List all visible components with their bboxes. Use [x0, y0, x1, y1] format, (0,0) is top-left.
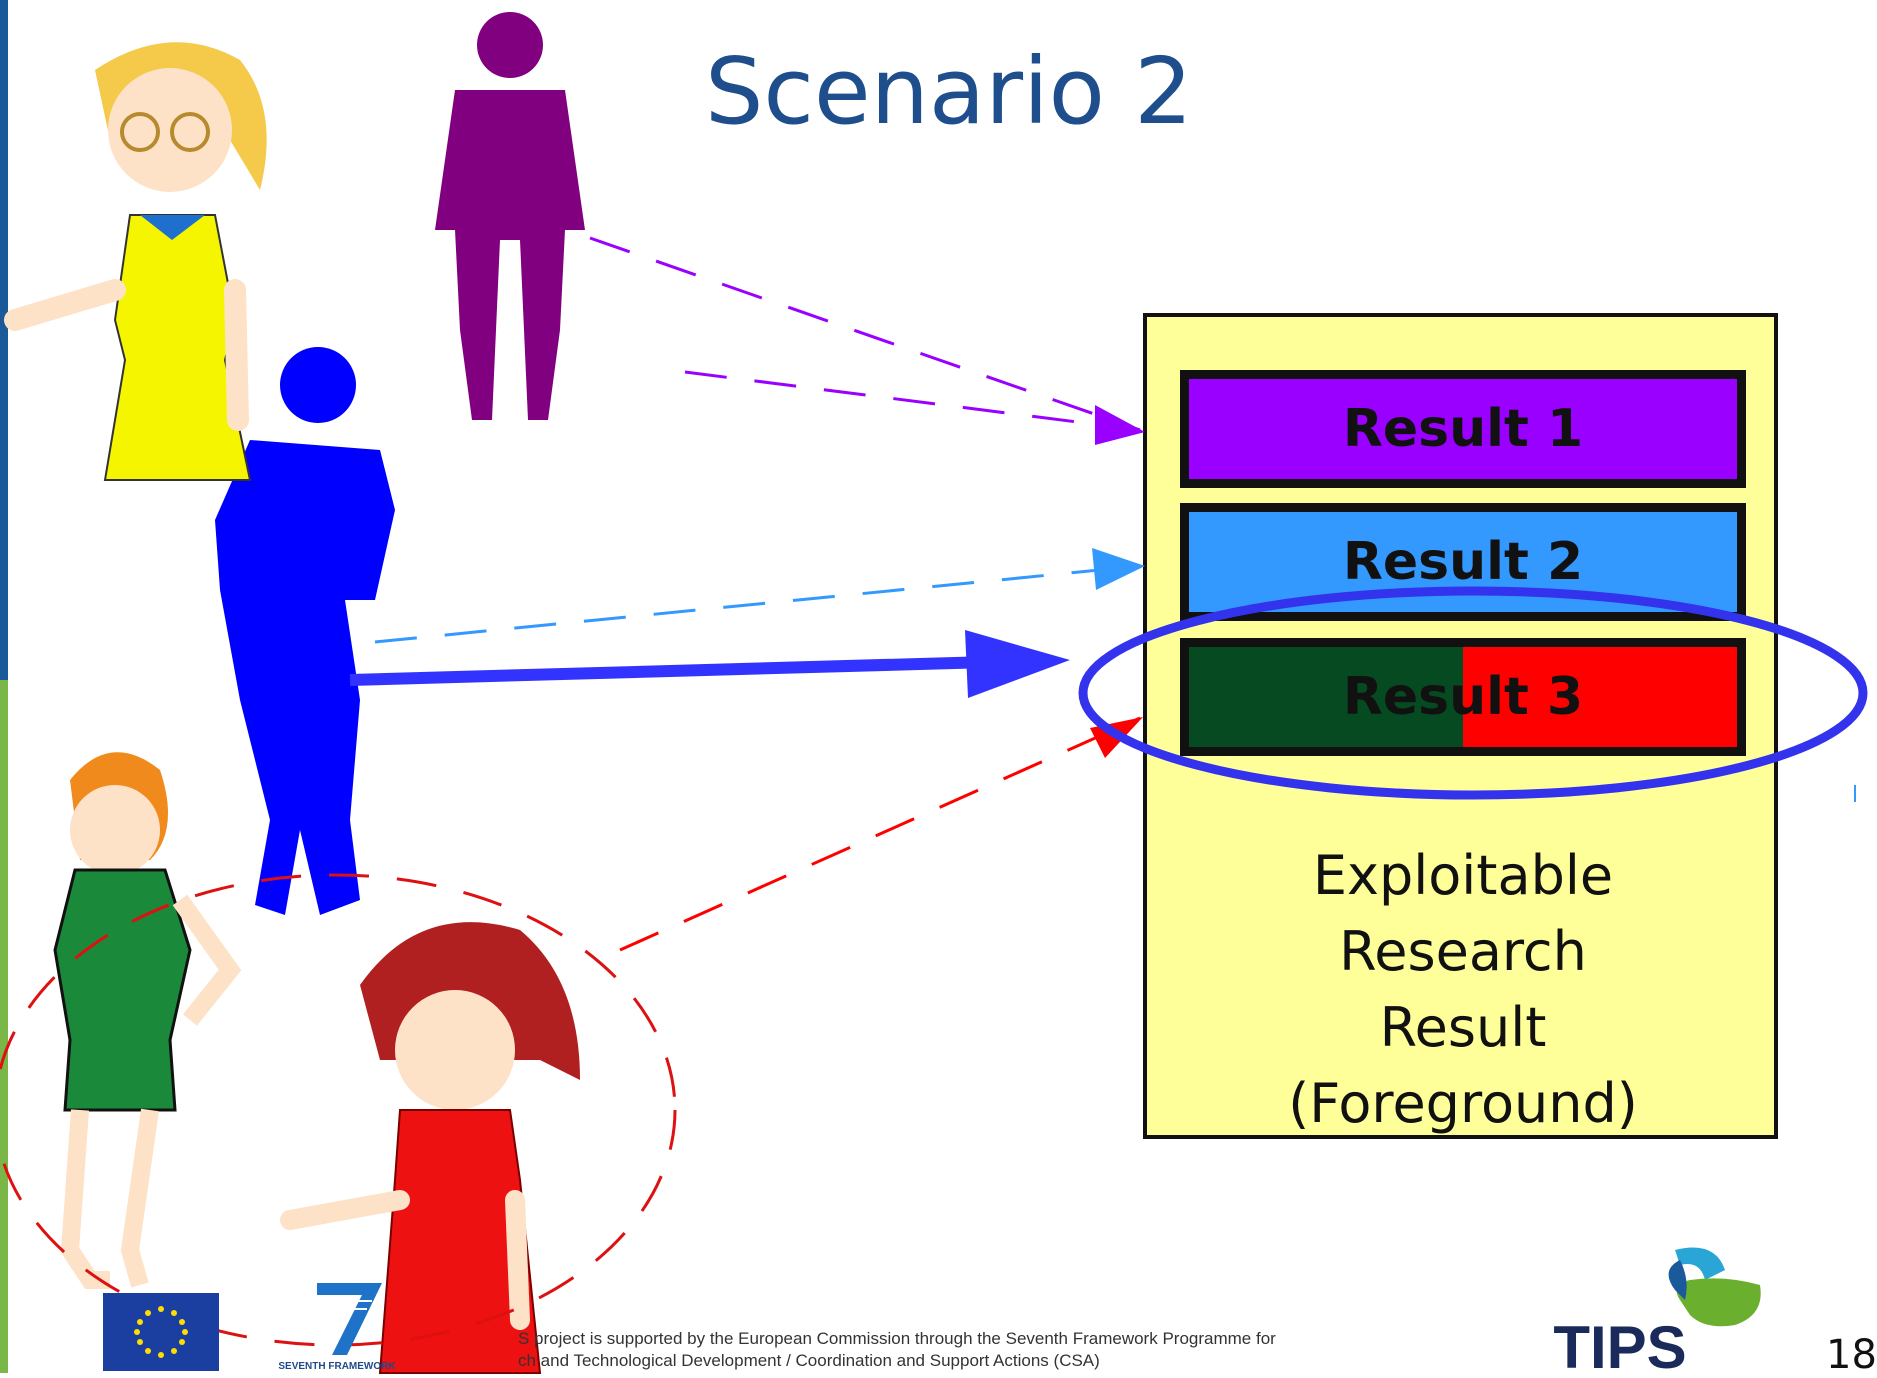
footer-funding-note: S project is supported by the European C…	[518, 1328, 1276, 1372]
tips-logo-text: TIPS	[1553, 1314, 1686, 1378]
result-3-highlight-ellipse	[1078, 586, 1868, 800]
fp7-logo-text: SEVENTH FRAMEWORK	[278, 1361, 396, 1372]
left-accent-bar-top	[0, 0, 8, 680]
slide-title: Scenario 2	[705, 38, 1193, 145]
green-dress-woman-figure	[53, 752, 242, 1289]
eu-stars-icon	[134, 1306, 188, 1358]
purple-arrow-lower	[684, 370, 1141, 432]
eu-flag-logo	[103, 1293, 219, 1371]
result-3-bar: Result 3	[1180, 638, 1746, 756]
purple-person-figure	[435, 12, 585, 420]
yellow-dress-woman-figure	[4, 42, 267, 481]
erp-label-line-1: Exploitable	[1312, 844, 1614, 907]
solid-blue-arrow	[349, 656, 991, 686]
purple-arrow-upper	[589, 236, 1141, 432]
erp-box-label: Exploitable Research Result (Foreground)	[1180, 838, 1746, 1142]
fp7-logo: SEVENTH FRAMEWORK	[277, 1275, 397, 1373]
erp-label-line-2: Research	[1339, 920, 1587, 983]
blue-person-figure	[215, 347, 395, 915]
light-blue-arrowhead	[1092, 548, 1145, 590]
light-blue-arrow	[374, 564, 1141, 644]
red-dress-woman-figure	[280, 922, 580, 1374]
result-1-label: Result 1	[1342, 399, 1584, 459]
solid-blue-arrowhead	[965, 630, 1070, 698]
footer-line-1: S project is supported by the European C…	[518, 1329, 1276, 1348]
footer-line-2: ch and Technological Development / Coord…	[518, 1351, 1100, 1370]
result-2-label: Result 2	[1342, 532, 1584, 592]
group-dashed-ellipse	[0, 873, 677, 1347]
result-1-bar: Result 1	[1180, 370, 1746, 488]
tips-logo-graphic: TIPS	[1553, 1247, 1761, 1378]
result-3-label: Result 3	[1342, 667, 1584, 727]
erp-label-line-4: (Foreground)	[1288, 1072, 1638, 1135]
purple-arrowhead	[1095, 405, 1145, 445]
fp7-seven-icon: SEVENTH FRAMEWORK	[278, 1283, 396, 1372]
erp-label-line-3: Result	[1379, 996, 1547, 1059]
page-number: 18	[1826, 1332, 1877, 1378]
tips-logo: TIPS	[1540, 1240, 1770, 1378]
left-accent-bar-bottom	[0, 680, 8, 1373]
red-arrow	[619, 716, 1141, 952]
